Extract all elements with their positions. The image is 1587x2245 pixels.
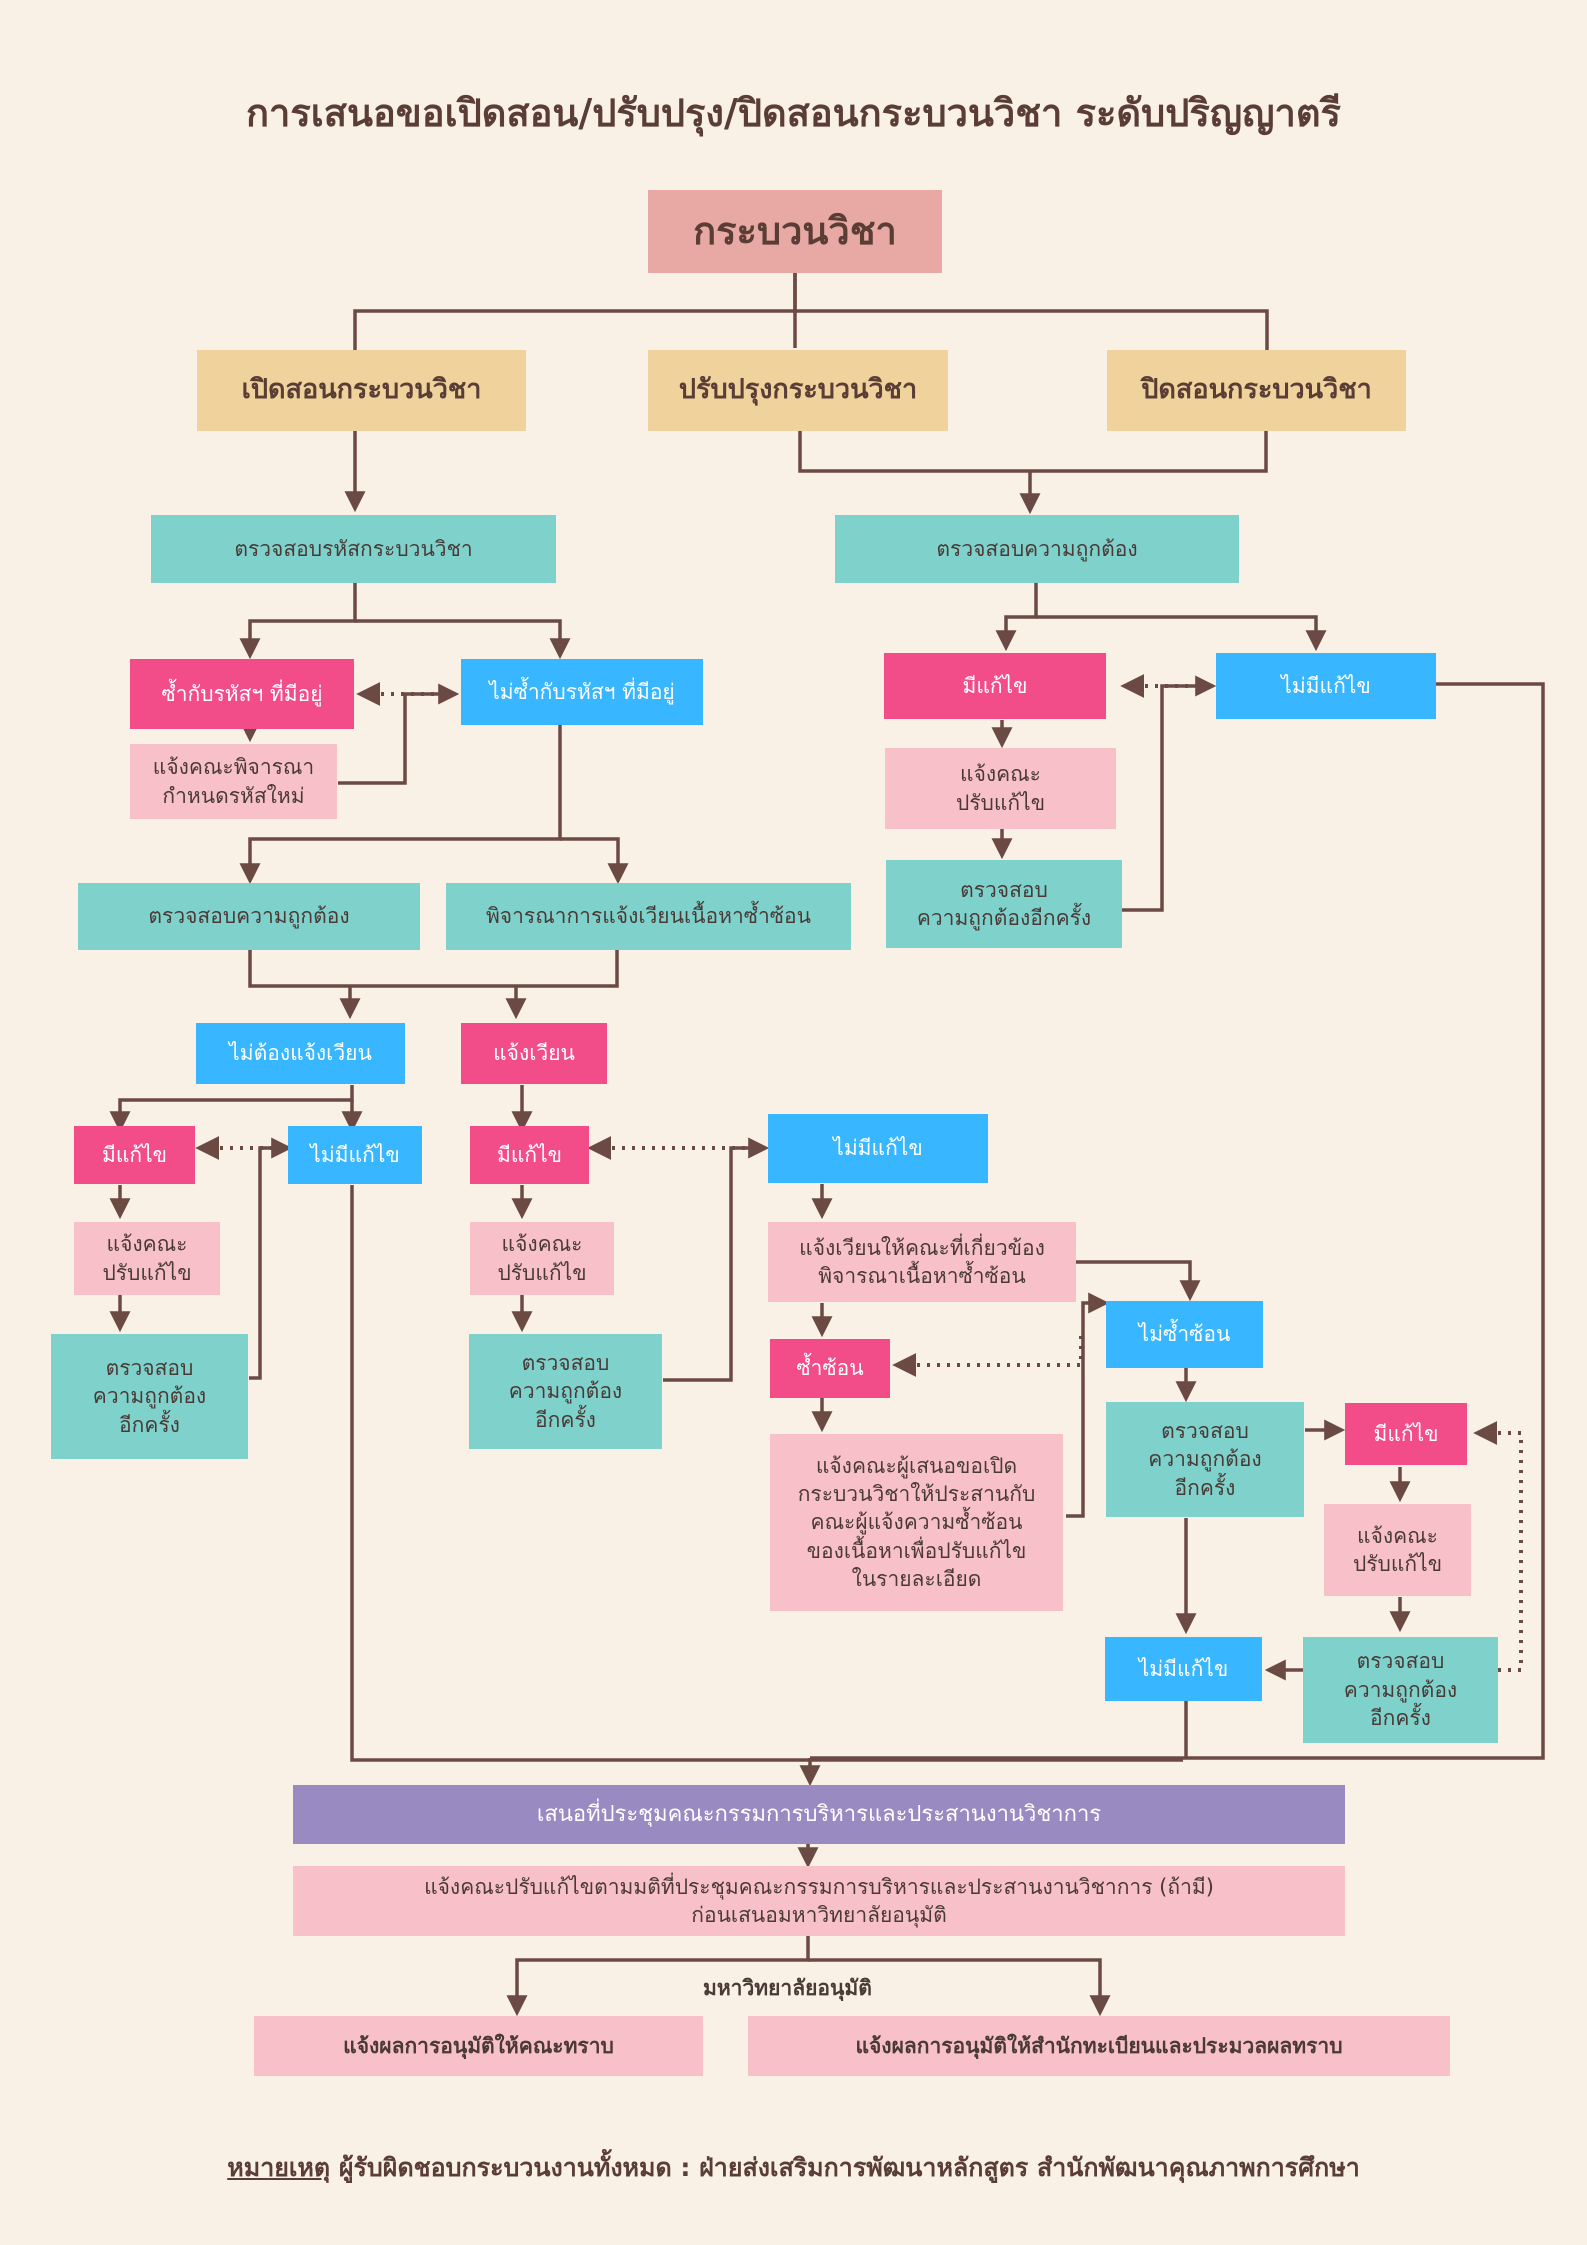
b-recheck-node: ตรวจสอบ ความถูกต้อง อีกครั้ง	[469, 1334, 662, 1449]
a-has-fix-node: มีแก้ไข	[74, 1126, 195, 1184]
improve-course-node: ปรับปรุงกระบวนวิชา	[648, 350, 948, 431]
notify-after-meeting-node: แจ้งคณะปรับแก้ไขตามมติที่ประชุมคณะกรรมกา…	[293, 1866, 1345, 1936]
a-no-fix-node: ไม่มีแก้ไข	[288, 1126, 422, 1184]
close-course-node: ปิดสอนกระบวนวิชา	[1107, 350, 1406, 431]
circulate-related-node: แจ้งเวียนให้คณะที่เกี่ยวข้อง พิจารณาเนื้…	[768, 1222, 1076, 1302]
university-approve-label: มหาวิทยาลัยอนุมัติ	[703, 1976, 872, 2000]
check-code-node: ตรวจสอบรหัสกระบวนวิชา	[151, 515, 556, 583]
meeting-node: เสนอที่ประชุมคณะกรรมการบริหารและประสานงา…	[293, 1785, 1345, 1844]
a-notify-fix-node: แจ้งคณะ ปรับแก้ไข	[74, 1222, 220, 1295]
footnote: หมายเหตุ ผู้รับผิดชอบกระบวนงานทั้งหมด : …	[0, 2148, 1587, 2188]
page-title: การเสนอขอเปิดสอน/ปรับปรุง/ปิดสอนกระบวนวิ…	[246, 91, 1341, 135]
right-has-fix-node: มีแก้ไข	[884, 653, 1106, 719]
duplicate-node: ซ้ำซ้อน	[770, 1339, 890, 1398]
b-has-fix-node: มีแก้ไข	[470, 1126, 589, 1184]
right-notify-fix-node: แจ้งคณะ ปรับแก้ไข	[885, 748, 1116, 829]
notify-registrar-node: แจ้งผลการอนุมัติให้สำนักทะเบียนและประมวล…	[748, 2016, 1450, 2076]
root-node: กระบวนวิชา	[648, 190, 942, 273]
no-circulate-node: ไม่ต้องแจ้งเวียน	[196, 1023, 405, 1084]
notify-coordinate-node: แจ้งคณะผู้เสนอขอเปิด กระบวนวิชาให้ประสาน…	[770, 1434, 1063, 1611]
footnote-text: ผู้รับผิดชอบกระบวนงานทั้งหมด : ฝ่ายส่งเส…	[330, 2153, 1360, 2182]
not-duplicate-code-node: ไม่ซ้ำกับรหัสฯ ที่มีอยู่	[461, 659, 703, 725]
c-recheck2-node: ตรวจสอบ ความถูกต้อง อีกครั้ง	[1303, 1637, 1498, 1743]
c-has-fix-node: มีแก้ไข	[1345, 1403, 1467, 1465]
b-no-fix-node: ไม่มีแก้ไข	[768, 1114, 988, 1183]
not-duplicate-node: ไม่ซ้ำซ้อน	[1106, 1301, 1263, 1368]
a-recheck-node: ตรวจสอบ ความถูกต้อง อีกครั้ง	[51, 1334, 248, 1459]
c-recheck-node: ตรวจสอบ ความถูกต้อง อีกครั้ง	[1106, 1402, 1304, 1517]
notify-faculty-node: แจ้งผลการอนุมัติให้คณะทราบ	[254, 2016, 703, 2076]
check-correctness-right-node: ตรวจสอบความถูกต้อง	[835, 515, 1239, 583]
right-no-fix-node: ไม่มีแก้ไข	[1216, 653, 1436, 719]
check-correctness-left-node: ตรวจสอบความถูกต้อง	[78, 883, 420, 950]
right-recheck-node: ตรวจสอบ ความถูกต้องอีกครั้ง	[886, 860, 1122, 948]
circulate-node: แจ้งเวียน	[461, 1023, 607, 1084]
consider-circulate-node: พิจารณาการแจ้งเวียนเนื้อหาซ้ำซ้อน	[446, 883, 851, 950]
duplicate-code-node: ซ้ำกับรหัสฯ ที่มีอยู่	[130, 659, 354, 729]
b-notify-fix-node: แจ้งคณะ ปรับแก้ไข	[470, 1222, 614, 1295]
open-course-node: เปิดสอนกระบวนวิชา	[197, 350, 526, 431]
notify-new-code-node: แจ้งคณะพิจารณา กำหนดรหัสใหม่	[130, 744, 337, 819]
footnote-label: หมายเหตุ	[227, 2153, 331, 2182]
c-notify-fix-node: แจ้งคณะ ปรับแก้ไข	[1324, 1504, 1471, 1596]
c-no-fix-node: ไม่มีแก้ไข	[1105, 1637, 1262, 1701]
